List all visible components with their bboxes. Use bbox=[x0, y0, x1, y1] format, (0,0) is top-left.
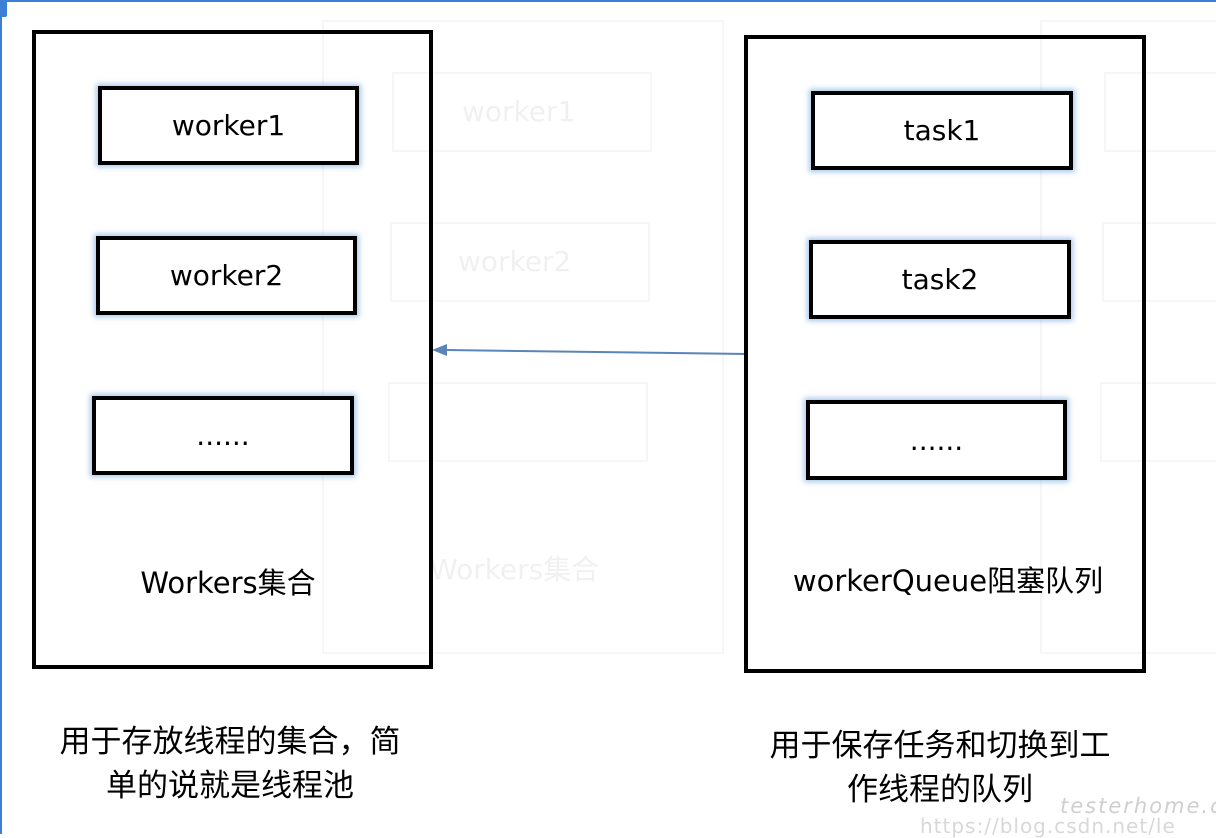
task-ellipsis-box: ...... bbox=[806, 400, 1067, 480]
arrow-head bbox=[432, 344, 447, 356]
workers-description: 用于存放线程的集合，简 单的说就是线程池 bbox=[20, 720, 440, 808]
worker-queue-caption: workerQueue阻塞队列 bbox=[792, 564, 1104, 598]
testerhome-watermark: testerhome.com bbox=[1060, 794, 1216, 818]
ghost-label: worker1 bbox=[462, 95, 576, 128]
worker2-label: worker2 bbox=[169, 259, 284, 292]
workers-description-line2: 单的说就是线程池 bbox=[106, 768, 354, 804]
ghost-label: Workers集合 bbox=[430, 553, 600, 586]
queue-description-line1: 用于保存任务和切换到工 bbox=[769, 728, 1111, 764]
window-top-border bbox=[0, 0, 1216, 2]
worker1-label: worker1 bbox=[171, 109, 286, 142]
worker-ellipsis-label: ...... bbox=[196, 419, 250, 452]
worker-ellipsis-box: ...... bbox=[92, 396, 354, 475]
worker1-box: worker1 bbox=[98, 86, 359, 165]
workers-set-box bbox=[32, 30, 433, 669]
task1-box: task1 bbox=[811, 91, 1073, 170]
csdn-url-watermark: https://blog.csdn.net/le bbox=[920, 814, 1176, 838]
queue-description: 用于保存任务和切换到工 作线程的队列 bbox=[730, 724, 1150, 812]
worker2-box: worker2 bbox=[96, 236, 357, 315]
workers-description-line1: 用于存放线程的集合，简 bbox=[59, 724, 401, 760]
ghost-label: worker2 bbox=[458, 245, 572, 278]
task-ellipsis-label: ...... bbox=[909, 423, 964, 457]
arrow-line bbox=[445, 349, 749, 355]
window-left-border bbox=[0, 0, 2, 834]
task2-box: task2 bbox=[809, 240, 1071, 319]
task2-label: task2 bbox=[901, 263, 979, 296]
worker-queue-box bbox=[744, 35, 1146, 673]
workers-set-caption: Workers集合 bbox=[140, 566, 316, 600]
queue-description-line2: 作线程的队列 bbox=[847, 772, 1033, 808]
window-corner-marker bbox=[0, 0, 7, 17]
task1-label: task1 bbox=[903, 114, 981, 147]
